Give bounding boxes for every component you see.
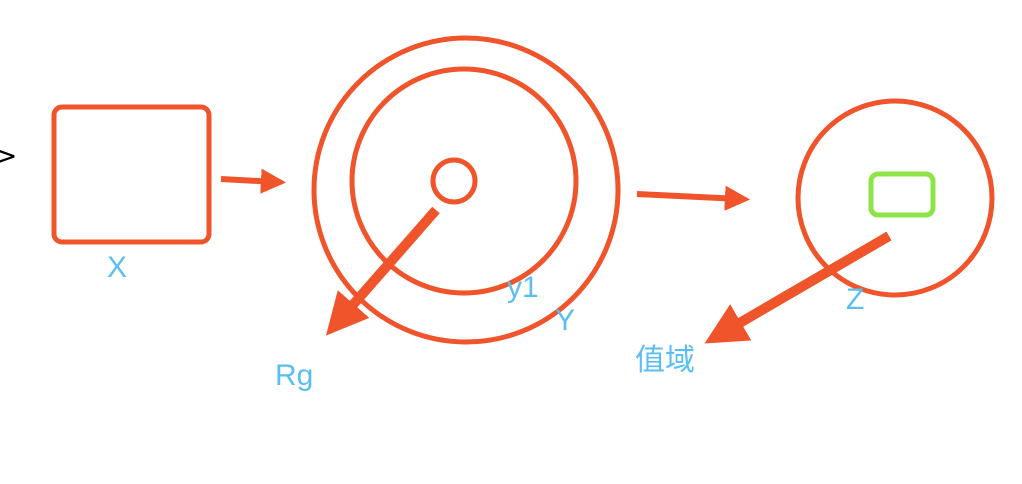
range-point-circle <box>430 157 478 205</box>
arrow-y-to-z <box>636 185 751 211</box>
label-x: X <box>107 251 127 284</box>
label-z: Z <box>846 283 864 316</box>
edge-glyph: > <box>0 139 17 172</box>
label-range: 值域 <box>635 344 695 377</box>
set-x-box <box>51 104 212 245</box>
z-inner-rect <box>868 171 936 218</box>
arrow-to-rg <box>325 206 440 336</box>
set-y-outer-circle <box>311 35 621 345</box>
label-rg: Rg <box>275 359 313 392</box>
label-y1: y1 <box>507 271 539 304</box>
arrow-x-to-y <box>220 168 287 194</box>
set-y1-inner-circle <box>349 66 579 296</box>
arrow-to-range <box>704 231 892 344</box>
label-y: Y <box>555 304 575 337</box>
set-z-circle <box>795 98 995 298</box>
